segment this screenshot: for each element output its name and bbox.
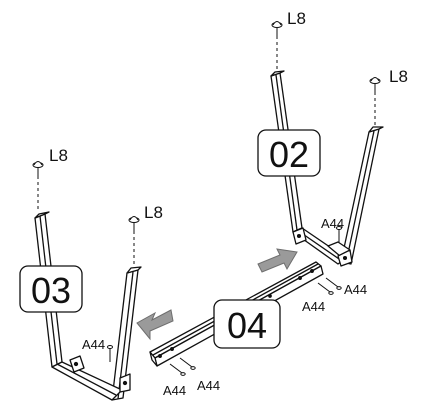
- step-box-03: 03: [19, 265, 83, 313]
- step-number-03: 03: [31, 270, 71, 311]
- screw-label: A44: [163, 383, 186, 398]
- screw-label: A44: [321, 216, 344, 231]
- leveler-label: L8: [49, 146, 68, 165]
- screw-label: A44: [197, 378, 220, 393]
- leveler-label: L8: [144, 203, 163, 222]
- leveler-foot-icon: [32, 161, 44, 176]
- step-box-04: 04: [213, 299, 281, 349]
- step-box-02: 02: [257, 129, 321, 177]
- screw-icon: [336, 226, 342, 243]
- leveler-label: L8: [389, 67, 408, 86]
- frame-03: [34, 211, 142, 401]
- leveler-foot-icon: [271, 21, 283, 36]
- direction-arrow-icon: [136, 309, 174, 341]
- screw-icon: [179, 357, 196, 370]
- screw-label: A44: [302, 299, 325, 314]
- direction-arrow-icon: [257, 248, 298, 273]
- leveler-foot-icon: [128, 216, 140, 231]
- step-number-02: 02: [269, 134, 309, 175]
- step-number-04: 04: [227, 305, 267, 346]
- screw-icon: [325, 277, 342, 290]
- leveler-label: L8: [287, 9, 306, 28]
- screw-icon: [169, 363, 186, 376]
- screw-icon: [317, 282, 334, 295]
- screw-label: A44: [344, 282, 367, 297]
- leveler-foot-icon: [369, 77, 381, 92]
- screw-icon: [107, 345, 113, 362]
- screw-label: A44: [82, 337, 105, 352]
